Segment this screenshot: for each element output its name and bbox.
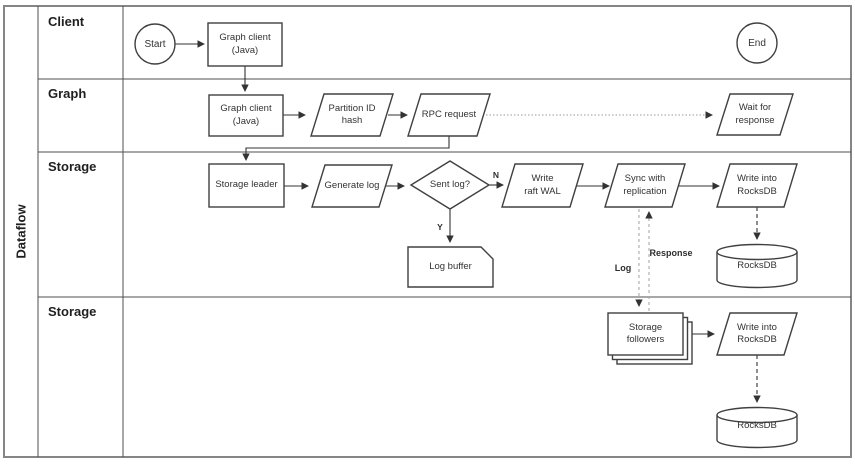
- edge-label-y: Y: [437, 222, 443, 232]
- graph-graph-client-shape: [208, 94, 284, 137]
- write-into-rocksdb-leader-shape: [716, 163, 798, 208]
- edge-label-n: N: [492, 170, 500, 180]
- log-buffer-card-shape: [407, 246, 494, 288]
- edge-label-response: Response: [649, 247, 693, 258]
- start-circle-shape: [134, 23, 176, 65]
- lane-label-storage-1: Storage: [48, 159, 97, 174]
- connectors: [175, 40, 761, 403]
- end-circle-shape: [736, 22, 778, 64]
- lane-label-storage-2: Storage: [48, 304, 97, 319]
- swimlane-grid: [3, 5, 852, 458]
- rocksdb-leader-cylinder-body: [716, 252, 798, 289]
- lane-label-graph: Graph: [48, 86, 87, 101]
- edge-label-log: Log: [614, 263, 632, 273]
- storage-followers-shape: [607, 312, 684, 356]
- generate-log-shape: [311, 164, 393, 208]
- storage-leader-shape: [208, 163, 285, 208]
- write-into-rocksdb-follower-shape: [716, 312, 798, 356]
- diagram-title: Dataflow: [13, 204, 29, 259]
- wait-for-response-shape: [716, 93, 794, 136]
- client-graph-client-shape: [207, 22, 283, 67]
- edge-rpc-to-storage-leader: [242, 136, 450, 161]
- rpc-request-shape: [407, 93, 491, 137]
- sync-with-replication-shape: [604, 163, 686, 208]
- sent-log-diamond-shape: [409, 160, 491, 210]
- rocksdb-leader-cylinder-top: [716, 243, 798, 261]
- outer-border: [3, 5, 852, 458]
- lane-label-client: Client: [48, 14, 85, 29]
- rocksdb-follower-cylinder-top: [716, 406, 798, 424]
- write-raft-wal-shape: [501, 163, 584, 208]
- rocksdb-follower-cylinder-body: [716, 415, 798, 449]
- node-shapes: [134, 22, 798, 449]
- partition-id-hash-shape: [310, 93, 394, 137]
